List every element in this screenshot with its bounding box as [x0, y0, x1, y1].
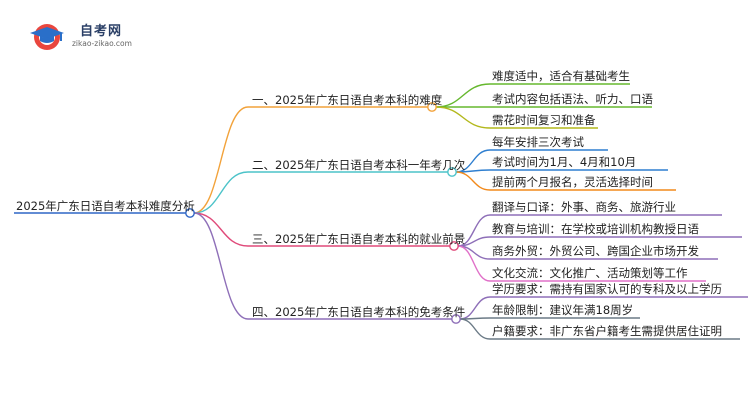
root-node-label: 2025年广东日语自考本科难度分析: [16, 199, 195, 213]
branch-collapse-toggle[interactable]: [449, 241, 459, 251]
leaf-node-label: 翻译与口译：外事、商务、旅游行业: [492, 200, 676, 214]
leaf-node-label: 商务外贸：外贸公司、跨国企业市场开发: [492, 244, 699, 258]
site-name: 自考网: [80, 24, 123, 39]
leaf-node-label: 每年安排三次考试: [492, 135, 584, 149]
branch-node-label: 一、2025年广东日语自考本科的难度: [252, 93, 443, 107]
branch-collapse-toggle[interactable]: [451, 314, 461, 324]
leaf-connector: [435, 83, 491, 108]
leaf-node-label: 考试时间为1月、4月和10月: [492, 155, 637, 169]
leaf-connector: [455, 171, 491, 191]
leaf-node-label: 年龄限制：建议年满18周岁: [492, 303, 634, 317]
branch-collapse-toggle[interactable]: [447, 167, 457, 177]
branch-node-label: 四、2025年广东日语自考本科的免考条件: [252, 305, 466, 319]
graduation-cap-icon: [30, 24, 64, 50]
leaf-node-label: 需花时间复习和准备: [492, 113, 596, 127]
site-url: zikao-zikao.com: [72, 39, 132, 48]
leaf-connector: [459, 318, 491, 340]
leaf-connector: [435, 106, 491, 129]
branch-connector: [193, 171, 249, 214]
branch-connector: [193, 212, 249, 320]
leaf-node-label: 提前两个月报名，灵活选择时间: [492, 175, 653, 189]
branch-node-label: 二、2025年广东日语自考本科一年考几次: [252, 158, 466, 172]
root-collapse-toggle[interactable]: [185, 208, 195, 218]
branch-node-label: 三、2025年广东日语自考本科的就业前景: [252, 232, 466, 246]
leaf-node-label: 考试内容包括语法、听力、口语: [492, 92, 653, 106]
branch-connector: [193, 212, 249, 247]
leaf-connector: [457, 245, 491, 282]
site-logo[interactable]: 自考网 zikao-zikao.com: [30, 18, 150, 52]
leaf-node-label: 户籍要求：非广东省户籍考生需提供居住证明: [492, 324, 722, 338]
leaf-node-label: 难度适中，适合有基础考生: [492, 69, 630, 83]
leaf-node-label: 教育与培训：在学校或培训机构教授日语: [492, 222, 699, 236]
leaf-node-label: 文化交流：文化推广、活动策划等工作: [492, 266, 688, 280]
leaf-node-label: 学历要求：需持有国家认可的专科及以上学历: [492, 282, 722, 296]
branch-collapse-toggle[interactable]: [427, 102, 437, 112]
branch-connector: [193, 106, 249, 214]
